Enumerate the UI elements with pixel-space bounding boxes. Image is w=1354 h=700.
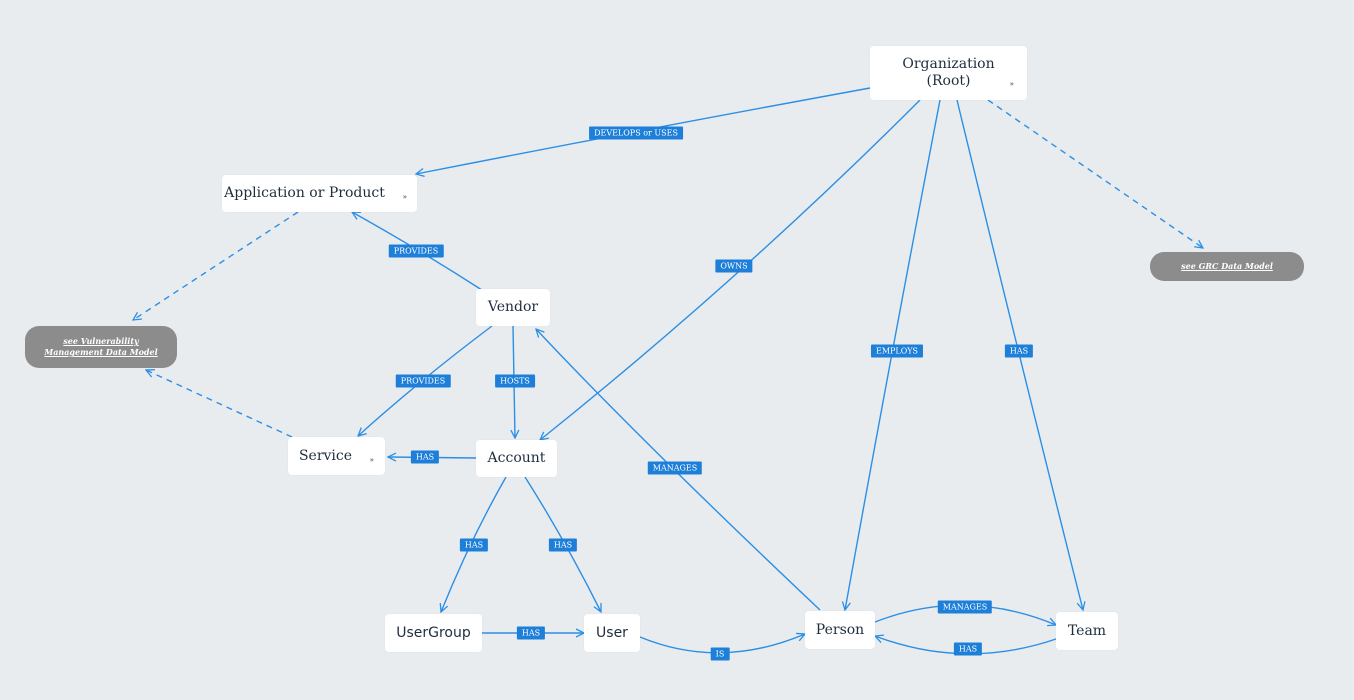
node-service-label: Service [298,447,353,464]
node-user-label: User [596,624,628,641]
node-vendor[interactable]: Vendor [476,289,550,326]
edge-label-has-team: HAS [1004,344,1034,358]
edge-label-has-person: HAS [953,642,983,656]
expand-marker-icon[interactable]: » [369,456,374,464]
expand-marker-icon[interactable]: » [402,193,407,201]
edge-label-has-user: HAS [548,538,578,552]
edge-label-has-usergroup: HAS [459,538,489,552]
edge-label-manages-team: MANAGES [937,600,993,614]
expand-marker-icon[interactable]: » [1009,80,1014,88]
edge-label-manages-vendor: MANAGES [647,461,703,475]
edge-service-to-vuln [146,370,293,438]
edge-app-to-vuln [133,211,299,320]
node-usergroup[interactable]: UserGroup [385,614,482,652]
node-service[interactable]: Service » [288,437,385,475]
edge-label-develops-or-uses: DEVELOPS or USES [589,126,683,140]
node-vendor-label: Vendor [487,299,539,315]
node-team-label: Team [1067,622,1107,639]
edge-label-usergroup-has-user: HAS [516,626,546,640]
node-account[interactable]: Account [476,440,557,477]
node-usergroup-label: UserGroup [396,624,471,641]
node-team[interactable]: Team [1056,612,1118,650]
node-person-label: Person [815,621,865,638]
node-application-or-product[interactable]: Application or Product » [222,175,417,212]
edge-label-employs: EMPLOYS [870,344,924,358]
edge-label-provides-app: PROVIDES [388,244,444,258]
node-account-label: Account [487,450,546,466]
node-organization-label: Organization (Root) [902,56,995,89]
node-organization[interactable]: Organization (Root) » [870,46,1027,100]
node-user[interactable]: User [584,614,640,652]
link-grc-data-model[interactable]: see GRC Data Model [1150,252,1304,281]
node-application-label: Application or Product [224,185,385,201]
edge-label-hosts: HOSTS [495,374,535,388]
edge-label-is: IS [710,647,730,661]
edge-owns [540,99,921,440]
edge-label-provides-service: PROVIDES [395,374,451,388]
edge-manages-vendor [536,329,821,611]
edge-org-to-grc [987,99,1203,248]
edge-label-has-service: HAS [410,450,440,464]
link-vulnerability-management-data-model[interactable]: see Vulnerability Management Data Model [25,326,177,368]
node-person[interactable]: Person [805,611,875,649]
edge-label-owns: OWNS [715,259,753,273]
